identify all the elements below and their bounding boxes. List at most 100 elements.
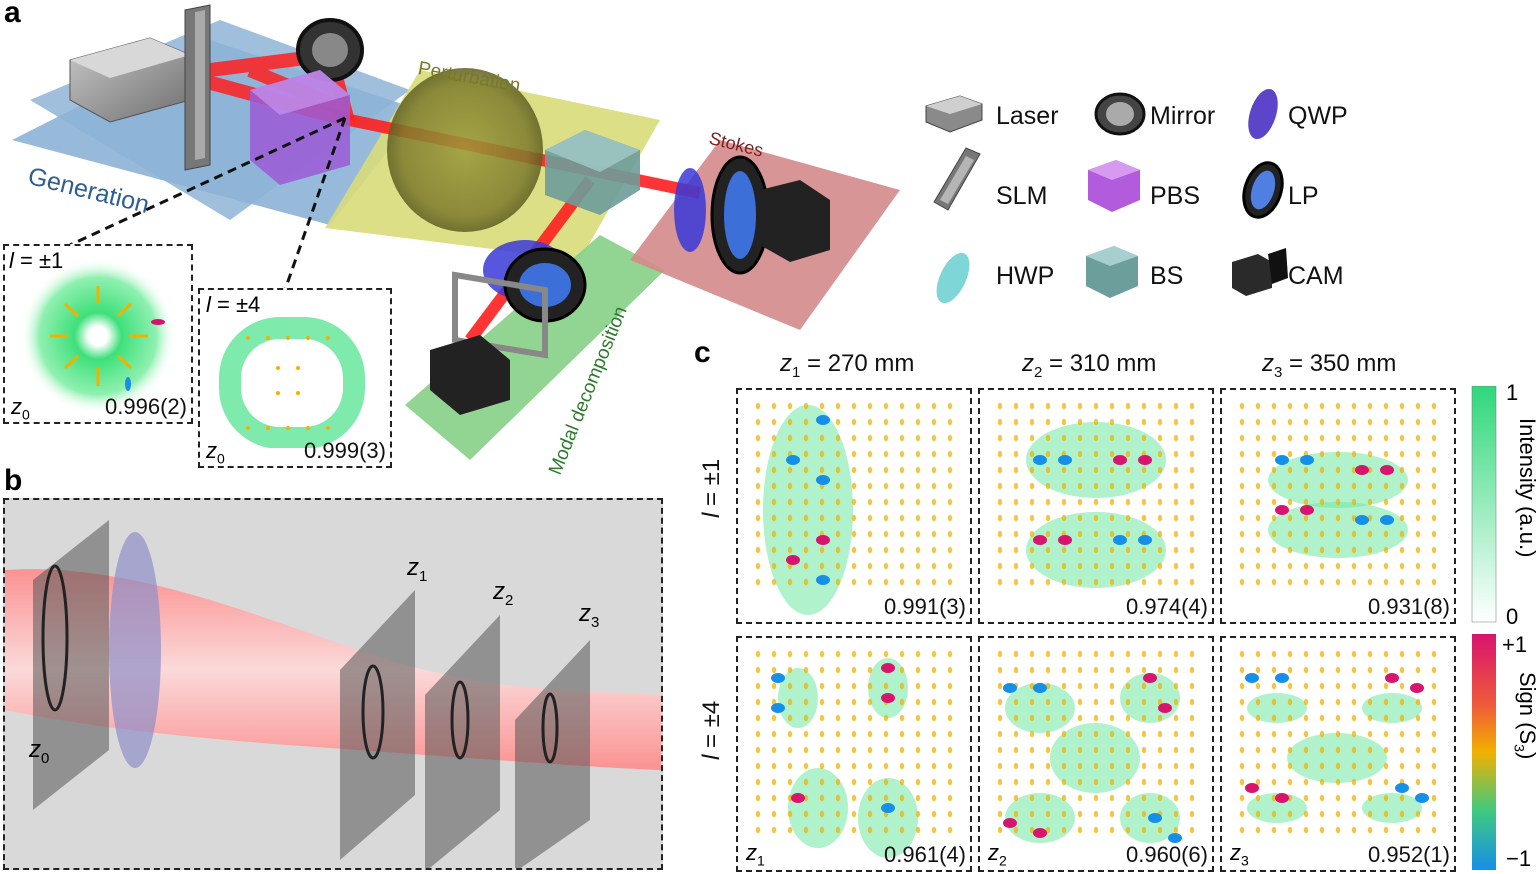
polarization-dot (997, 482, 1003, 490)
polarization-dot (1367, 530, 1373, 538)
polarization-dot (1045, 666, 1051, 674)
polarization-dot (1255, 698, 1261, 706)
polarization-dot (1189, 514, 1195, 522)
polarization-dot (1093, 698, 1099, 706)
polarization-dot (1109, 466, 1115, 474)
intensity-label: Intensity (a.u.) (1515, 418, 1540, 558)
polarization-dot (1351, 810, 1357, 818)
polarization-ellipse (1395, 783, 1409, 793)
polarization-dot (1045, 746, 1051, 754)
polarization-dot (1109, 650, 1115, 658)
polarization-dot (1319, 794, 1325, 802)
polarization-dot (1351, 418, 1357, 426)
polarization-dot (1125, 418, 1131, 426)
polarization-dot (947, 730, 953, 738)
polarization-dot (1061, 698, 1067, 706)
polarization-dot (851, 498, 857, 506)
polarization-dot (803, 514, 809, 522)
polarization-dot (1287, 530, 1293, 538)
polarization-dot (787, 730, 793, 738)
polarization-dot (1061, 794, 1067, 802)
polarization-dot (883, 514, 889, 522)
polarization-dot (947, 402, 953, 410)
polarization-dot (1077, 810, 1083, 818)
polarization-dot (835, 762, 841, 770)
intensity-blob (1005, 793, 1075, 843)
polarization-dot (1383, 562, 1389, 570)
polarization-dot (1303, 682, 1309, 690)
polarization-dot (1367, 794, 1373, 802)
polarization-dot (787, 434, 793, 442)
polarization-dot (1093, 650, 1099, 658)
polarization-dot (1093, 434, 1099, 442)
polarization-dot (1013, 482, 1019, 490)
polarization-dot (1061, 826, 1067, 834)
polarization-dot (1415, 434, 1421, 442)
polarization-dot (1045, 578, 1051, 586)
polarization-dot (1415, 778, 1421, 786)
polarization-dot (1239, 450, 1245, 458)
polarization-dot (835, 466, 841, 474)
polarization-dot (1045, 714, 1051, 722)
polarization-dot (1303, 826, 1309, 834)
polarization-dot (1141, 826, 1147, 834)
polarization-dot (755, 466, 761, 474)
polarization-dot (819, 666, 825, 674)
polarization-dot (931, 698, 937, 706)
polarization-dot (1335, 714, 1341, 722)
polarization-dot (997, 498, 1003, 506)
polarization-dot (1399, 762, 1405, 770)
polarization-dot (947, 762, 953, 770)
polarization-dot (1045, 826, 1051, 834)
polarization-dot (851, 434, 857, 442)
col3-title: = 350 mm (1282, 350, 1397, 377)
polarization-dot (947, 434, 953, 442)
polarization-dot (997, 650, 1003, 658)
polarization-dot (997, 434, 1003, 442)
polarization-dot (787, 714, 793, 722)
polarization-dot (1029, 466, 1035, 474)
polarization-dot (1093, 418, 1099, 426)
polarization-dot (803, 482, 809, 490)
polarization-dot (1013, 402, 1019, 410)
polarization-dot (1013, 746, 1019, 754)
polarization-dot (835, 562, 841, 570)
inset-l4-z-sub: 0 (217, 450, 225, 467)
polarization-dot (771, 578, 777, 586)
polarization-dot (1077, 826, 1083, 834)
legend-laser-label: Laser (996, 102, 1059, 130)
polarization-dot (1287, 482, 1293, 490)
polarization-dot (835, 418, 841, 426)
polarization-dot (1239, 810, 1245, 818)
polarization-ellipse (1168, 833, 1182, 843)
polarization-ellipse (771, 703, 785, 713)
polarization-ellipse (1380, 465, 1394, 475)
polarization-dot (835, 402, 841, 410)
polarization-dot (1431, 418, 1437, 426)
beam-z0: z (29, 736, 41, 763)
polarization-dot (1351, 666, 1357, 674)
polarization-dot (1045, 434, 1051, 442)
polarization-dot (1061, 778, 1067, 786)
polarization-dot (1351, 562, 1357, 570)
polarization-dot (1077, 418, 1083, 426)
mode-field (755, 650, 953, 858)
polarization-dot (997, 418, 1003, 426)
polarization-dot (1399, 418, 1405, 426)
polarization-dot (1367, 562, 1373, 570)
polarization-dot (915, 650, 921, 658)
polarization-dot (1431, 498, 1437, 506)
polarization-dot (997, 810, 1003, 818)
polarization-dot (835, 578, 841, 586)
polarization-dot (1399, 810, 1405, 818)
polarization-dot (1351, 546, 1357, 554)
polarization-dot (931, 562, 937, 570)
polarization-ellipse (1113, 535, 1127, 545)
polarization-dot (1399, 714, 1405, 722)
polarization-dot (1415, 762, 1421, 770)
polarization-dot (1061, 514, 1067, 522)
polarization-dot (883, 778, 889, 786)
inset-l1-z-sub: 0 (22, 406, 30, 423)
polarization-dot (1173, 810, 1179, 818)
polarization-dot (1045, 650, 1051, 658)
